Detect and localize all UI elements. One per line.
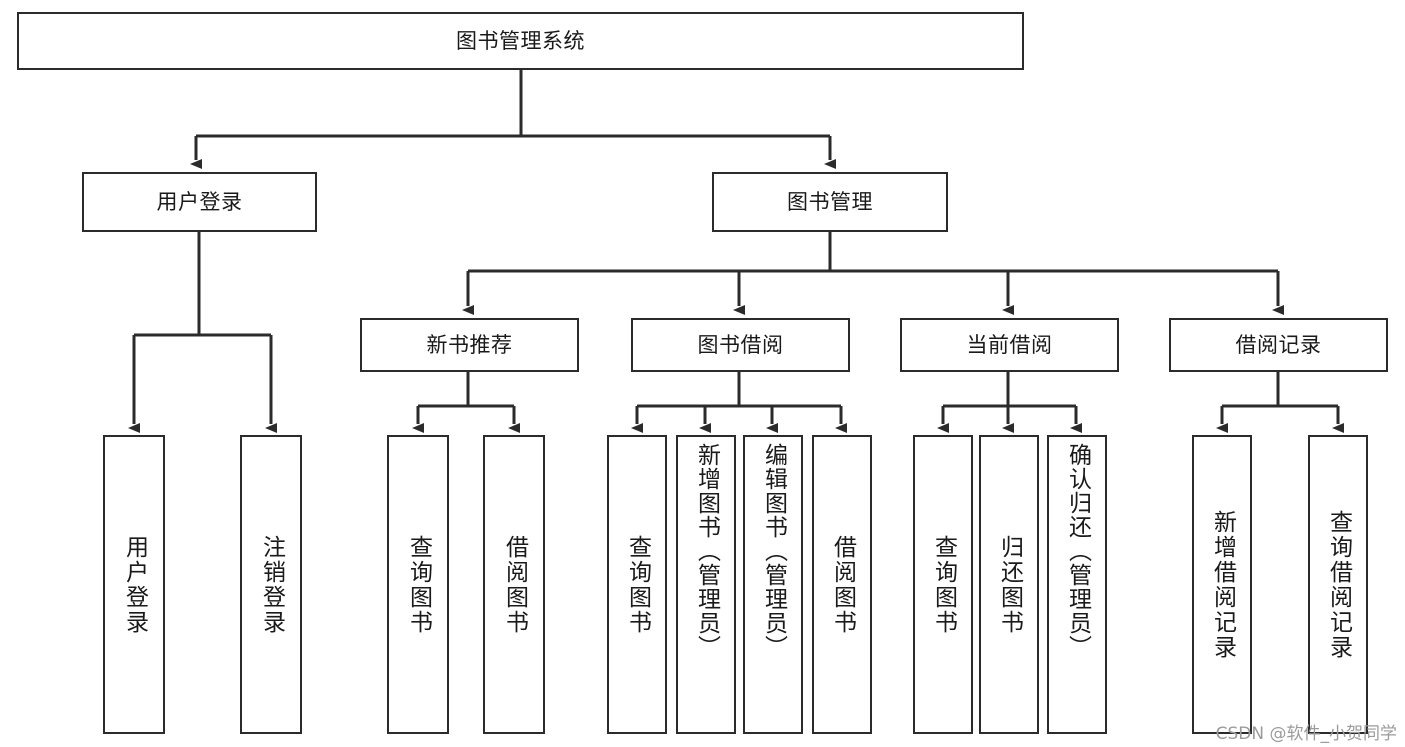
node-user-login-label: 用户登录 <box>156 189 243 214</box>
node-new-book-recommend[interactable]: 新书推荐 <box>360 318 579 372</box>
leaf-current-query-book[interactable]: 查询图书 <box>913 435 973 734</box>
leaf-label: 查询图书 <box>624 534 651 635</box>
leaf-label: 编辑图书（管理员） <box>760 443 787 659</box>
node-borrow-record[interactable]: 借阅记录 <box>1169 318 1388 372</box>
watermark: CSDN @软件_小贺同学 <box>1215 724 1397 744</box>
leaf-label: 用户登录 <box>121 534 148 635</box>
leaf-new-book-borrow[interactable]: 借阅图书 <box>483 435 545 734</box>
leaf-record-query-record[interactable]: 查询借阅记录 <box>1308 435 1368 734</box>
leaf-label: 查询图书 <box>405 534 432 635</box>
node-root-label: 图书管理系统 <box>456 28 585 53</box>
leaf-borrow-edit-book-admin[interactable]: 编辑图书（管理员） <box>743 435 803 734</box>
node-new-book-recommend-label: 新书推荐 <box>426 332 513 357</box>
leaf-current-return-book[interactable]: 归还图书 <box>979 435 1039 734</box>
leaf-user-login-signout[interactable]: 注销登录 <box>240 435 302 734</box>
leaf-label: 查询借阅记录 <box>1325 509 1352 660</box>
node-root[interactable]: 图书管理系统 <box>17 12 1024 70</box>
leaf-borrow-query-book[interactable]: 查询图书 <box>607 435 667 734</box>
node-book-management-label: 图书管理 <box>787 189 873 214</box>
leaf-borrow-borrow-book[interactable]: 借阅图书 <box>812 435 872 734</box>
leaf-label: 借阅图书 <box>829 534 856 635</box>
leaf-label: 查询图书 <box>930 534 957 635</box>
leaf-record-add-record[interactable]: 新增借阅记录 <box>1192 435 1252 734</box>
node-current-borrow-label: 当前借阅 <box>966 332 1053 357</box>
node-current-borrow[interactable]: 当前借阅 <box>900 318 1119 372</box>
node-book-management[interactable]: 图书管理 <box>712 172 948 232</box>
leaf-user-login-signin[interactable]: 用户登录 <box>103 435 165 734</box>
node-book-borrow[interactable]: 图书借阅 <box>631 318 850 372</box>
leaf-label: 借阅图书 <box>501 534 528 635</box>
leaf-borrow-add-book-admin[interactable]: 新增图书（管理员） <box>676 435 736 734</box>
leaf-current-confirm-return-admin[interactable]: 确认归还（管理员） <box>1047 435 1107 734</box>
leaf-label: 注销登录 <box>258 534 285 635</box>
leaf-label: 归还图书 <box>996 534 1023 635</box>
node-user-login[interactable]: 用户登录 <box>82 172 317 232</box>
leaf-new-book-query[interactable]: 查询图书 <box>387 435 449 734</box>
node-book-borrow-label: 图书借阅 <box>697 332 784 357</box>
leaf-label: 确认归还（管理员） <box>1064 443 1091 659</box>
leaf-label: 新增借阅记录 <box>1209 509 1236 660</box>
node-borrow-record-label: 借阅记录 <box>1235 332 1322 357</box>
leaf-label: 新增图书（管理员） <box>693 443 720 659</box>
